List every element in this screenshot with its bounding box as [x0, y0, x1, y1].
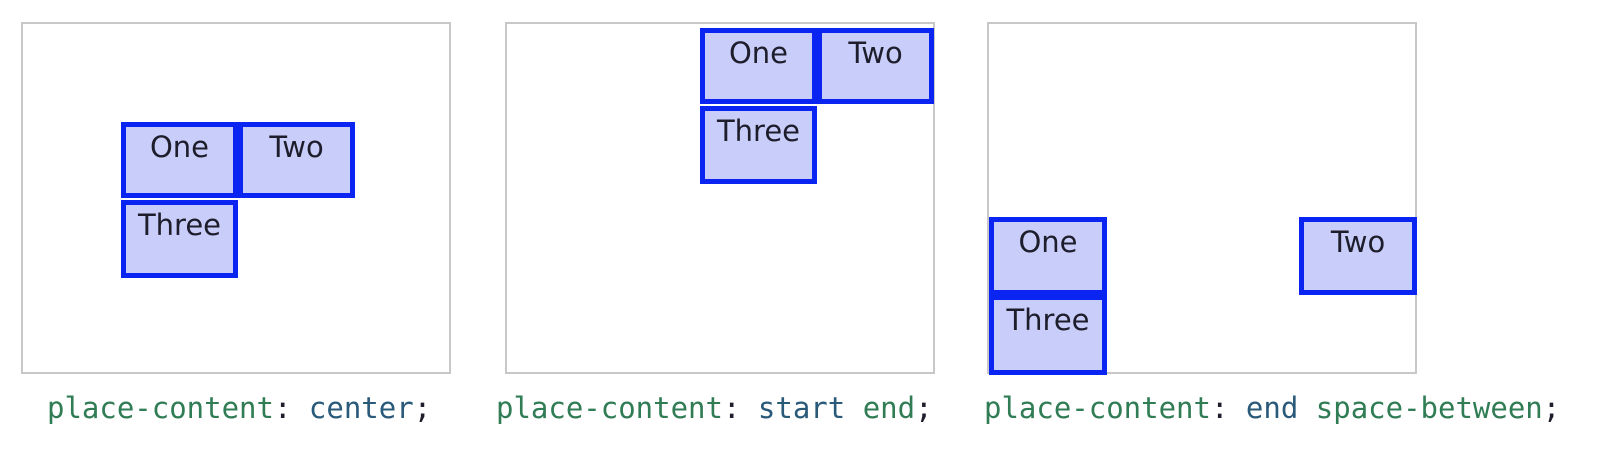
css-value-second: end [862, 391, 916, 425]
demo-start-end: One Two Three [505, 22, 935, 376]
grid-item-three: Three [989, 295, 1107, 375]
demo-end-space-between: One Two Three [987, 22, 1417, 376]
caption-end-space-between: place-content: end space-between; [984, 394, 1560, 423]
caption-start-end: place-content: start end; [496, 394, 933, 423]
css-colon: : [273, 391, 292, 425]
caption-center: place-content: center; [47, 394, 431, 423]
grid-container: One Two Three [21, 22, 451, 374]
grid-item-one: One [121, 122, 238, 198]
grid-item-one: One [989, 217, 1107, 295]
grid-item-three: Three [700, 106, 817, 184]
grid-item-two: Two [1299, 217, 1417, 295]
css-semicolon: ; [413, 391, 432, 425]
css-semicolon: ; [915, 391, 933, 425]
css-property: place-content [496, 391, 723, 425]
css-value: end [1245, 391, 1299, 425]
grid-item-two: Two [817, 28, 934, 104]
css-property: place-content [984, 391, 1211, 425]
grid-item-two: Two [238, 122, 355, 198]
grid-container: One Two Three [987, 22, 1417, 375]
css-value: center [308, 391, 414, 425]
css-value-second: space-between [1315, 391, 1543, 425]
grid-item-three: Three [121, 200, 238, 278]
css-colon: : [722, 391, 741, 425]
css-property: place-content [47, 391, 274, 425]
grid-item-one: One [700, 28, 817, 104]
demo-center: One Two Three [21, 22, 451, 376]
css-colon: : [1210, 391, 1229, 425]
css-semicolon: ; [1542, 391, 1561, 425]
css-value: start [757, 391, 846, 425]
grid-container: One Two Three [505, 22, 935, 374]
